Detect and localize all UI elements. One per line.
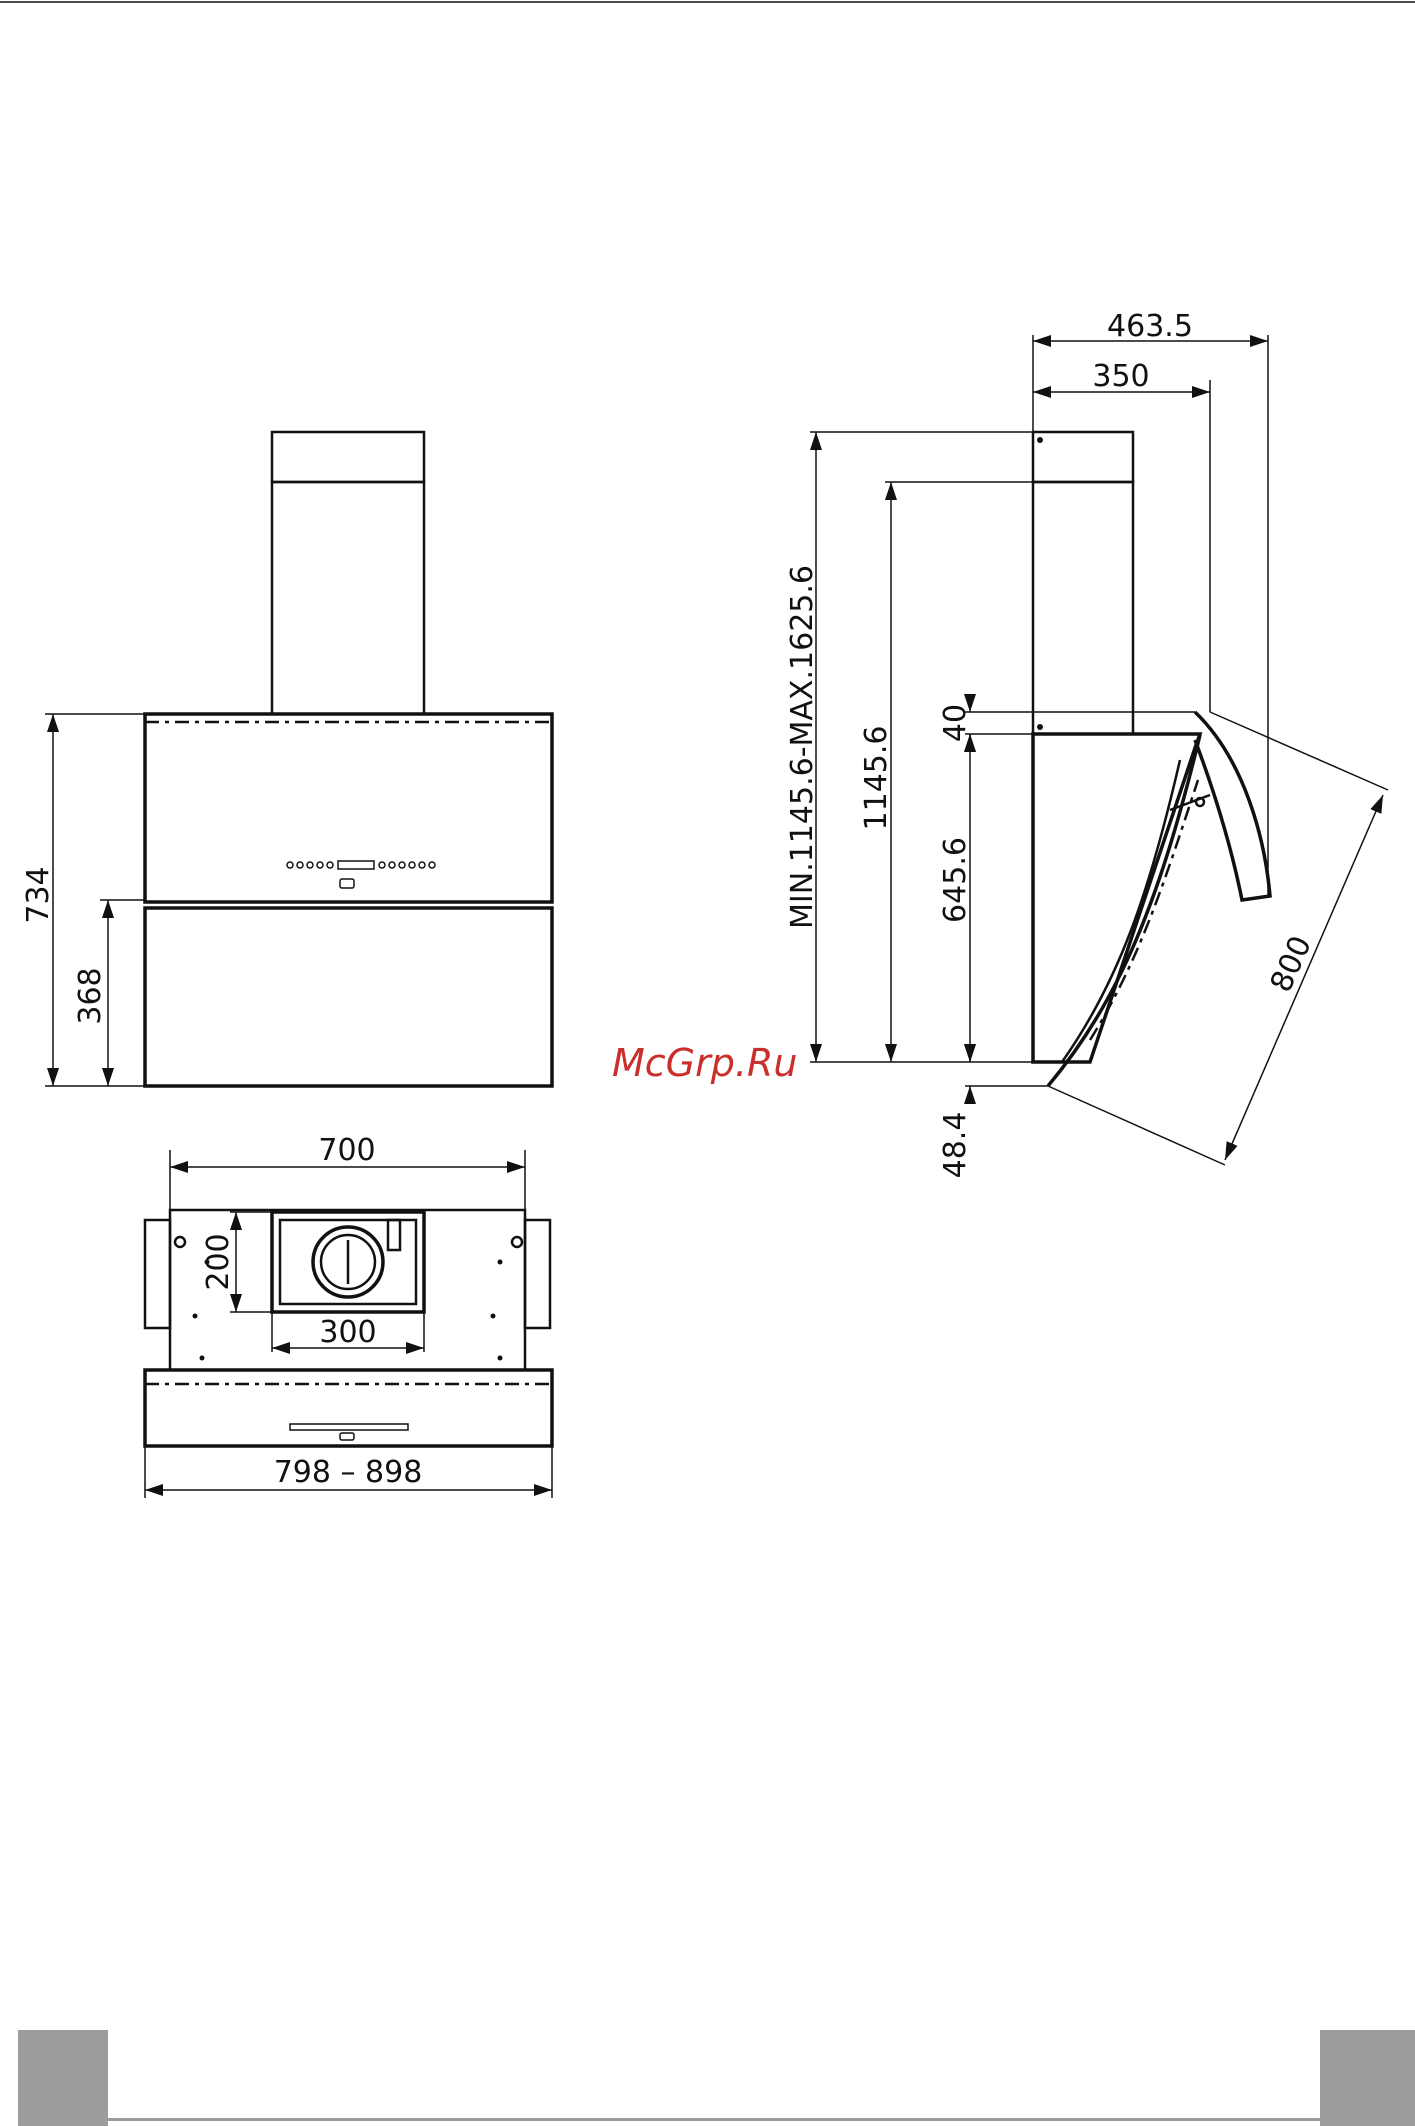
watermark: McGrp.Ru [612, 1041, 797, 1085]
dim-bottom-offset: 48.4 [938, 1112, 973, 1179]
dim-height: 1145.6 [859, 726, 894, 831]
front-view: 734 368 [21, 432, 552, 1086]
dim-inner-width: 700 [318, 1133, 375, 1168]
dim-outlet-width: 300 [319, 1315, 376, 1350]
chimney-body [272, 482, 424, 714]
dim-total-height: 734 [21, 866, 56, 923]
left-bracket [145, 1220, 170, 1328]
dim-total-depth: 463.5 [1107, 309, 1193, 344]
control-strip [287, 861, 435, 888]
top-view: 700 200 300 798 – 898 [145, 1133, 552, 1498]
dim-height-range: MIN.1145.6-MAX.1625.6 [785, 565, 820, 929]
front-canopy [145, 1370, 552, 1446]
side-view: 463.5 350 MIN.1145.6-MAX.1625.6 1145.6 [785, 309, 1388, 1178]
dim-gap: 40 [938, 704, 973, 742]
side-chimney-body [1033, 482, 1133, 734]
dim-total-width: 798 – 898 [274, 1455, 423, 1490]
dim-chimney-depth: 350 [1092, 359, 1149, 394]
right-bracket [525, 1220, 550, 1328]
dim-lower-height: 368 [73, 967, 108, 1024]
footer-left-tab [18, 2030, 108, 2126]
dim-panel-length: 800 [1264, 931, 1319, 998]
dim-outlet-depth: 200 [201, 1233, 236, 1290]
footer-line [108, 2118, 1320, 2121]
dim-body-height: 645.6 [938, 837, 973, 923]
side-chimney-top [1033, 432, 1133, 482]
curved-glass-closed [1048, 735, 1200, 1086]
chimney-top [272, 432, 424, 482]
curved-glass-open [1195, 712, 1270, 900]
lower-panel [145, 908, 552, 1086]
upper-panel [145, 714, 552, 902]
footer-right-tab [1320, 2030, 1415, 2126]
